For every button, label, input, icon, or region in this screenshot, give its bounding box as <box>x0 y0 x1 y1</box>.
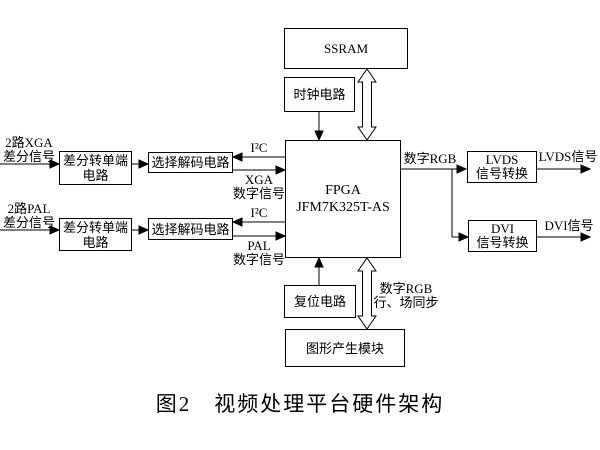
i2c-xga-label: I²C <box>250 140 268 155</box>
arrow-dvi-output <box>537 232 592 242</box>
double-arrow-ssram-fpga <box>357 68 377 141</box>
xga-input-label-line1: 2路XGA <box>5 135 53 150</box>
xga-input-label-line2: 差分信号 <box>2 149 55 164</box>
arrow-lvds-output <box>537 164 592 174</box>
xga-digital-signal-line2: 数字信号 <box>232 186 285 201</box>
select-decode-pal-box: 选择解码电路 <box>148 218 233 240</box>
arrow-diff-to-select-pal <box>132 225 150 235</box>
select-decode-pal-label: 选择解码电路 <box>151 221 230 237</box>
xga-digital-signal-label: XGA 数字信号 <box>228 173 290 201</box>
rgb-sync-label-line1: 数字RGB <box>379 281 433 296</box>
pal-input-label-line2: 差分信号 <box>2 215 55 230</box>
graphics-generator-label: 图形产生模块 <box>305 340 384 356</box>
lvds-converter-line1: LVDS <box>485 152 519 167</box>
dvi-converter-line1: DVI <box>490 221 515 236</box>
dvi-output-label: DVI信号 <box>544 218 594 233</box>
diff-to-single-ended-pal-box: 差分转单端 电路 <box>59 218 132 251</box>
reset-circuit-label: 复位电路 <box>293 294 346 309</box>
fpga-box: FPGA JFM7K325T-AS <box>285 140 401 258</box>
clock-circuit-label: 时钟电路 <box>293 87 346 102</box>
arrow-pal-input <box>0 225 61 235</box>
rgb-sync-label: 数字RGB 行、场同步 <box>372 282 440 310</box>
arrow-clock-to-fpga <box>314 112 324 142</box>
select-decode-xga-box: 选择解码电路 <box>148 152 233 173</box>
digital-rgb-label: 数字RGB <box>403 151 457 166</box>
arrow-reset-to-fpga <box>314 256 324 285</box>
diff-to-single-ended-pal-line2: 电路 <box>82 234 109 250</box>
graphics-generator-box: 图形产生模块 <box>285 329 405 367</box>
fpga-label-line2: JFM7K325T-AS <box>296 200 390 215</box>
pal-digital-signal-line2: 数字信号 <box>232 252 285 267</box>
arrow-i2c-xga <box>231 152 285 162</box>
pal-digital-signal-line1: PAL <box>247 238 271 253</box>
diff-to-single-ended-xga-box: 差分转单端 电路 <box>59 151 132 185</box>
pal-digital-signal-label: PAL 数字信号 <box>228 239 290 267</box>
ssram-box: SSRAM <box>284 28 408 69</box>
ssram-label: SSRAM <box>323 41 369 56</box>
lvds-output-label: LVDS信号 <box>538 149 598 164</box>
arrow-xga-digital <box>233 165 287 175</box>
arrow-rgb-to-lvds <box>401 164 468 174</box>
arrow-i2c-pal <box>231 217 285 227</box>
diff-to-single-ended-xga-line1: 差分转单端 <box>62 153 128 168</box>
select-decode-xga-label: 选择解码电路 <box>151 155 230 170</box>
arrow-diff-to-select-xga <box>132 159 150 169</box>
diff-to-single-ended-xga-line2: 电路 <box>82 168 109 183</box>
arrow-xga-input <box>0 159 61 169</box>
fpga-label-line1: FPGA <box>325 183 361 198</box>
pal-input-label-line1: 2路PAL <box>7 201 51 216</box>
figure-caption: 图2 视频处理平台硬件架构 <box>155 392 445 416</box>
rgb-sync-label-line2: 行、场同步 <box>373 295 439 310</box>
reset-circuit-box: 复位电路 <box>284 285 356 318</box>
clock-circuit-box: 时钟电路 <box>284 77 355 112</box>
diff-to-single-ended-pal-line1: 差分转单端 <box>62 219 128 235</box>
lvds-converter-line2: 信号转换 <box>475 166 528 181</box>
lvds-converter-box: LVDS 信号转换 <box>467 151 537 183</box>
dvi-converter-line2: 信号转换 <box>476 235 529 250</box>
arrow-pal-digital <box>233 231 287 241</box>
xga-input-label: 2路XGA 差分信号 <box>0 136 58 164</box>
arrow-rgb-branch-to-dvi <box>451 169 470 242</box>
pal-input-label: 2路PAL 差分信号 <box>0 202 58 230</box>
i2c-pal-label: I²C <box>250 205 268 220</box>
xga-digital-signal-line1: XGA <box>244 172 274 187</box>
dvi-converter-box: DVI 信号转换 <box>468 220 537 252</box>
